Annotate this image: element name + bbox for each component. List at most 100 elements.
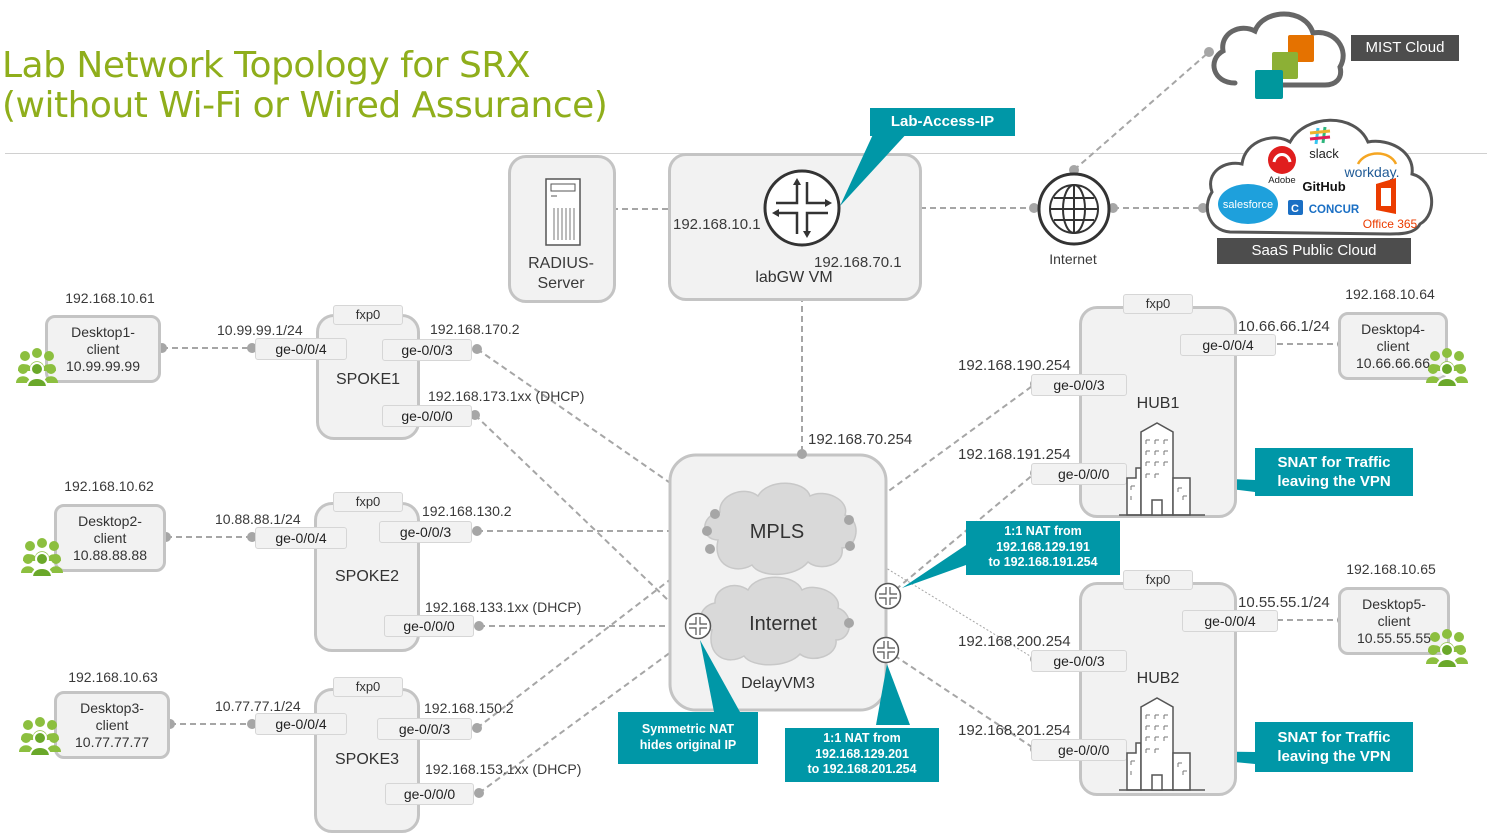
desktop1-client[interactable]: Desktop1- client 10.99.99.99 — [45, 315, 161, 383]
workday-arc — [1356, 152, 1398, 165]
spoke3-ge-0-0-4-port[interactable]: ge-0/0/4 — [255, 713, 347, 735]
spoke3-mpls-ip: 192.168.150.2 — [424, 700, 514, 716]
symmetric-nat-router-icon — [684, 612, 712, 640]
adobe-logo — [1268, 146, 1296, 174]
symmetric-nat-line2: hides original IP — [639, 737, 737, 752]
hub1-inet-ip: 192.168.191.254 — [958, 446, 1071, 463]
desktop1-ip: 10.99.99.99 — [66, 358, 140, 374]
snat-hub1-line2: leaving the VPN — [1277, 473, 1391, 490]
hub2-building-icon — [1119, 697, 1205, 791]
spoke1-ge-0-0-3-port[interactable]: ge-0/0/3 — [382, 339, 472, 361]
desktop5-mgmt-ip: 192.168.10.65 — [1346, 561, 1436, 577]
desktop4-name-line2: client — [1376, 338, 1410, 354]
spoke1-inet-ip: 192.168.173.1xx (DHCP) — [428, 388, 585, 404]
title-line-1: Lab Network Topology for SRX — [2, 45, 531, 86]
hub2-ge-0-0-3-port[interactable]: ge-0/0/3 — [1031, 650, 1127, 672]
nat-hub1-router-icon — [874, 582, 902, 610]
nat-hub1-callout: 1:1 NAT from 192.168.129.191 to 192.168.… — [966, 521, 1120, 575]
spoke2-lan-ip: 10.88.88.1/24 — [215, 511, 301, 527]
desktop4-client[interactable]: Desktop4- client 10.66.66.66 — [1338, 312, 1448, 380]
delayvm-ip-top: 192.168.70.254 — [808, 431, 913, 448]
spoke1-ge-0-0-0-port[interactable]: ge-0/0/0 — [382, 405, 472, 427]
nat-hub2-line1: 1:1 NAT from — [823, 731, 901, 745]
desktop3-mgmt-ip: 192.168.10.63 — [68, 669, 158, 685]
hub1-building-icon — [1119, 422, 1205, 516]
hub2-ge-0-0-4-port[interactable]: ge-0/0/4 — [1182, 610, 1278, 632]
nat-hub2-router-icon — [872, 636, 900, 664]
labgw-ip-bottom: 192.168.70.1 — [814, 254, 902, 271]
spoke2-inet-ip: 192.168.133.1xx (DHCP) — [425, 599, 582, 615]
hub2-fxp0-port[interactable]: fxp0 — [1123, 570, 1193, 590]
snat-hub1-callout: SNAT for Traffic leaving the VPN — [1255, 448, 1413, 496]
concur-text: CONCUR — [1309, 204, 1360, 216]
link-spoke3-inet — [478, 637, 691, 794]
desktop3-name-line1: Desktop3- — [80, 700, 144, 716]
nat-hub1-line2: 192.168.129.191 — [996, 539, 1090, 554]
hub1-fxp0-port[interactable]: fxp0 — [1123, 294, 1193, 314]
link-spoke1-inet — [474, 414, 695, 626]
svg-text:C: C — [1291, 203, 1299, 215]
hub1-lan-ip: 10.66.66.1/24 — [1238, 318, 1330, 335]
hub2-mpls-ip: 192.168.200.254 — [958, 633, 1071, 650]
labgw-name: labGW VM — [755, 269, 833, 286]
title-line-2: (without Wi-Fi or Wired Assurance) — [2, 85, 608, 126]
desktop5-name-line2: client — [1377, 613, 1411, 629]
desktop2-name-line1: Desktop2- — [78, 513, 142, 529]
github-text: GitHub — [1302, 179, 1345, 194]
hub1-mpls-ip: 192.168.190.254 — [958, 357, 1071, 374]
radius-server-label: RADIUS- Server — [528, 254, 594, 294]
hub2-ge-0-0-0-port[interactable]: ge-0/0/0 — [1031, 739, 1127, 761]
hub2-name: HUB2 — [1136, 670, 1180, 687]
spoke3-ge-0-0-3-port[interactable]: ge-0/0/3 — [377, 718, 472, 740]
desktop4-ip: 10.66.66.66 — [1356, 355, 1430, 371]
lab-access-ip-callout: Lab-Access-IP — [870, 108, 1015, 136]
spoke3-name: SPOKE3 — [334, 751, 400, 768]
desktop1-mgmt-ip: 192.168.10.61 — [65, 290, 155, 306]
symmetric-nat-line1: Symmetric NAT — [641, 722, 735, 736]
nat-hub1-line1: 1:1 NAT from — [1004, 524, 1082, 538]
hub1-ge-0-0-0-port[interactable]: ge-0/0/0 — [1031, 463, 1127, 485]
hub1-ge-0-0-4-port[interactable]: ge-0/0/4 — [1180, 334, 1276, 356]
spoke3-fxp0-port[interactable]: fxp0 — [333, 677, 403, 697]
radius-label-line2: Server — [537, 275, 585, 292]
mist-cloud-icon — [1211, 11, 1346, 99]
nat-hub2-line2: 192.168.129.201 — [815, 746, 909, 761]
salesforce-text: salesforce — [1223, 199, 1273, 211]
spoke2-ge-0-0-3-port[interactable]: ge-0/0/3 — [379, 521, 472, 543]
delayvm-name: DelayVM3 — [741, 675, 815, 692]
slack-text: slack — [1309, 146, 1339, 161]
spoke1-mpls-ip: 192.168.170.2 — [430, 321, 520, 337]
slack-logo — [1309, 126, 1331, 145]
desktop2-mgmt-ip: 192.168.10.62 — [64, 478, 154, 494]
spoke2-ge-0-0-0-port[interactable]: ge-0/0/0 — [384, 615, 474, 637]
spoke1-name: SPOKE1 — [335, 371, 401, 388]
internet-node-label: Internet — [1049, 251, 1097, 267]
snat-hub1-line1: SNAT for Traffic — [1277, 454, 1391, 471]
hub2-inet-ip: 192.168.201.254 — [958, 722, 1071, 739]
desktop5-client[interactable]: Desktop5- client 10.55.55.55 — [1338, 587, 1450, 655]
spoke1-lan-ip: 10.99.99.1/24 — [217, 322, 303, 338]
spoke3-ge-0-0-0-port[interactable]: ge-0/0/0 — [385, 783, 474, 805]
spoke2-ge-0-0-4-port[interactable]: ge-0/0/4 — [255, 527, 347, 549]
delay-internet-label: Internet — [749, 613, 817, 635]
desktop3-client[interactable]: Desktop3- client 10.77.77.77 — [54, 691, 170, 759]
mpls-label: MPLS — [749, 521, 805, 543]
spoke1-fxp0-port[interactable]: fxp0 — [333, 305, 403, 325]
desktop2-client[interactable]: Desktop2- client 10.88.88.88 — [54, 504, 166, 572]
concur-logo — [1288, 200, 1303, 215]
desktop2-ip: 10.88.88.88 — [73, 547, 147, 563]
snat-hub2-line1: SNAT for Traffic — [1277, 729, 1391, 746]
workday-text: workday. — [1344, 164, 1400, 180]
server-icon — [545, 178, 581, 246]
radius-label-line1: RADIUS- — [528, 255, 594, 272]
spoke3-lan-ip: 10.77.77.1/24 — [215, 698, 301, 714]
hub2-lan-ip: 10.55.55.1/24 — [1238, 594, 1330, 611]
spoke2-fxp0-port[interactable]: fxp0 — [333, 492, 403, 512]
spoke2-mpls-ip: 192.168.130.2 — [422, 503, 512, 519]
spoke1-ge-0-0-4-port[interactable]: ge-0/0/4 — [255, 338, 347, 360]
mist-cloud-label: MIST Cloud — [1351, 35, 1459, 61]
snat-hub2-line2: leaving the VPN — [1277, 748, 1391, 765]
globe-icon — [1037, 172, 1111, 246]
spoke3-inet-ip: 192.168.153.1xx (DHCP) — [425, 761, 582, 777]
hub1-ge-0-0-3-port[interactable]: ge-0/0/3 — [1031, 374, 1127, 396]
